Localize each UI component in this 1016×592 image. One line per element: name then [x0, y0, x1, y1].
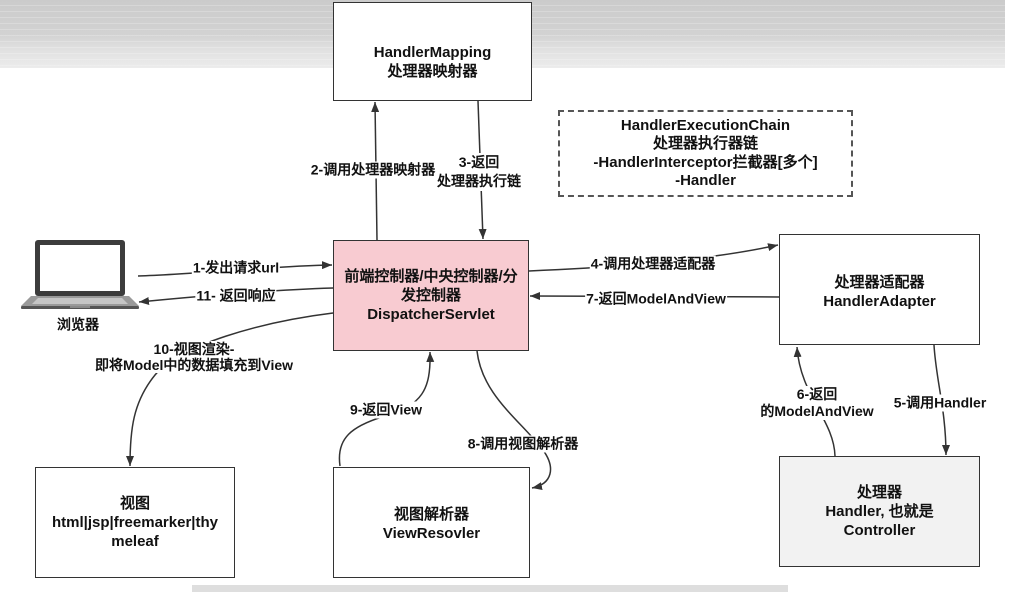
handler-box: 处理器 Handler, 也就是 Controller: [779, 456, 980, 567]
handler-execution-chain-box: HandlerExecutionChain 处理器执行器链 -HandlerIn…: [558, 110, 853, 197]
view-resolver-box: 视图解析器 ViewResovler: [333, 467, 530, 578]
handler-adapter-name: HandlerAdapter: [823, 292, 936, 310]
handler-mapping-name: HandlerMapping: [373, 43, 492, 61]
step-4-label: 4-调用处理器适配器: [589, 255, 717, 273]
step-3-label: 3-返回 处理器执行链: [436, 153, 522, 191]
view-line-1: 视图: [119, 495, 150, 512]
step-11-label: 11- 返回响应: [195, 287, 277, 305]
laptop-screen: [40, 245, 120, 291]
step-6-label: 6-返回 的ModelAndView: [759, 386, 875, 420]
handler-line-2: Handler, 也就是: [825, 503, 934, 520]
handler-line-3: Controller: [843, 522, 916, 539]
laptop-icon: [21, 240, 139, 309]
laptop-keyboard: [32, 298, 128, 304]
chain-line-2: 处理器执行器链: [652, 135, 758, 152]
handler-mapping-cn: 处理器映射器: [387, 62, 478, 80]
view-box: 视图 html|jsp|freemarker|thy meleaf: [35, 467, 235, 578]
handler-adapter-cn: 处理器适配器: [834, 273, 925, 291]
step-8-label: 8-调用视图解析器: [466, 435, 580, 453]
handler-adapter-box: 处理器适配器 HandlerAdapter: [779, 234, 980, 345]
chain-line-4: -Handler: [675, 172, 736, 189]
browser-label: 浏览器: [57, 316, 99, 333]
view-resolver-name: ViewResovler: [382, 525, 481, 542]
chain-line-3: -HandlerInterceptor拦截器[多个]: [593, 153, 818, 171]
view-line-3: meleaf: [111, 533, 159, 550]
dispatcher-line-2: 发控制器: [400, 287, 461, 304]
dispatcher-line-1: 前端控制器/中央控制器/分: [344, 268, 518, 285]
step-6-line-2: 的ModelAndView: [760, 403, 874, 419]
step-5-label: 5-调用Handler: [892, 394, 988, 412]
view-line-2: html|jsp|freemarker|thy: [52, 514, 218, 531]
step-10-line-1: 10-视图渲染-: [153, 341, 235, 357]
dispatcher-servlet-box: 前端控制器/中央控制器/分 发控制器 DispatcherServlet: [333, 240, 529, 351]
step-9-label: 9-返回View: [348, 401, 424, 419]
chain-line-1: HandlerExecutionChain: [620, 116, 791, 134]
handler-line-1: 处理器: [856, 484, 902, 501]
step-2-label: 2-调用处理器映射器: [309, 161, 437, 179]
step-3-line-1: 3-返回: [458, 154, 500, 170]
laptop-notch: [70, 306, 90, 308]
step-10-line-2: 即将Model中的数据填充到View: [94, 357, 294, 373]
dispatcher-line-3: DispatcherServlet: [367, 306, 495, 323]
step-7-label: 7-返回ModelAndView: [585, 290, 727, 308]
handler-mapping-box: HandlerMapping 处理器映射器: [333, 2, 532, 101]
arrow-step-10: [126, 312, 334, 467]
step-3-line-2: 处理器执行链: [437, 173, 521, 189]
view-resolver-cn: 视图解析器: [393, 506, 469, 523]
step-10-label: 10-视图渲染- 即将Model中的数据填充到View: [93, 341, 295, 373]
step-1-label: 1-发出请求url: [191, 259, 281, 277]
step-6-line-1: 6-返回: [796, 386, 838, 402]
bottom-bar: [192, 585, 788, 592]
